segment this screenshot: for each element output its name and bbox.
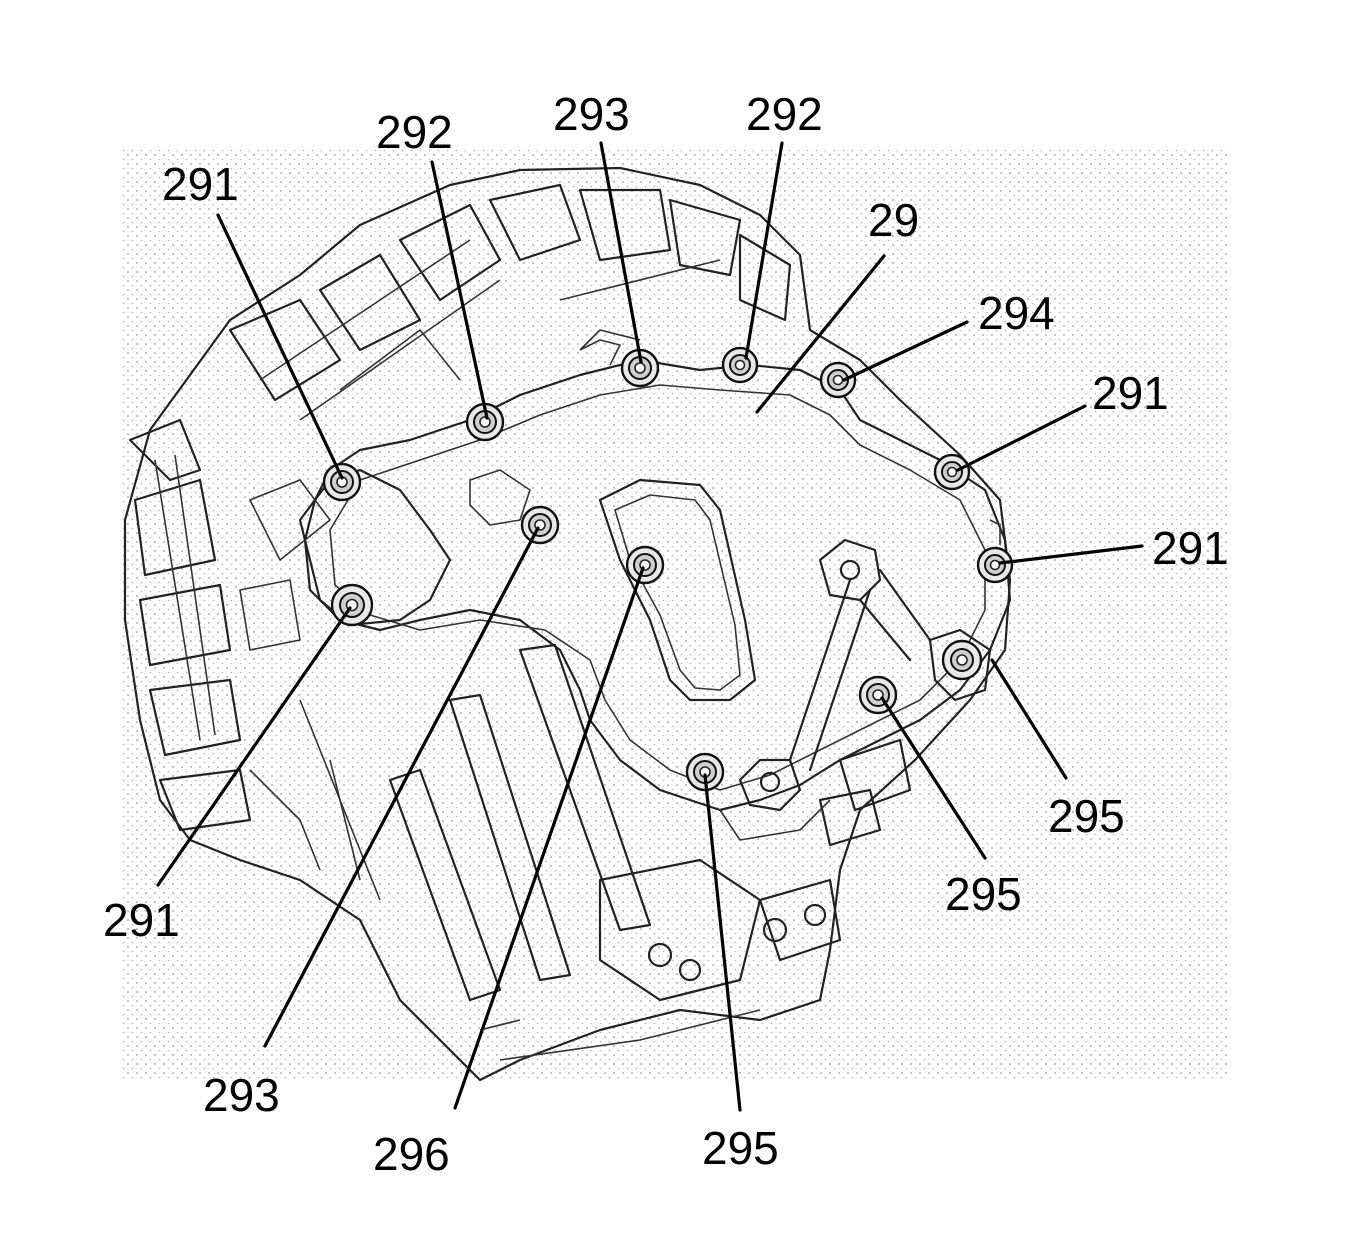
- leader-296: [453, 566, 645, 1110]
- leader-293-b: [263, 526, 540, 1048]
- label-293-bottom: 293: [203, 1069, 280, 1121]
- leader-292-r: [744, 141, 784, 360]
- leader-291-r1: [956, 404, 1087, 472]
- label-295-right: 295: [1048, 790, 1125, 842]
- transmission-housing: [123, 166, 1012, 1082]
- bolt-294: [819, 361, 857, 399]
- callout-labels: 291 292 293 292 29 294 291 291 295 295 2…: [103, 88, 1229, 1180]
- bolt-295-bottom: [685, 752, 725, 792]
- label-291-upper-left: 291: [162, 158, 239, 210]
- leader-29: [755, 254, 886, 414]
- label-292-right: 292: [746, 88, 823, 140]
- label-291-right-lower: 291: [1152, 522, 1229, 574]
- leader-291-bl: [156, 606, 352, 887]
- label-29: 29: [868, 194, 919, 246]
- stipple-background: [120, 150, 1230, 1080]
- leader-291-r2: [998, 544, 1144, 565]
- leader-295-b: [703, 773, 742, 1112]
- bolt-291-lower-left: [330, 583, 374, 627]
- label-296: 296: [373, 1128, 450, 1180]
- label-292-left: 292: [376, 106, 453, 158]
- label-291-lower-left: 291: [103, 894, 180, 946]
- leader-293-t: [599, 141, 643, 364]
- label-295-bottom: 295: [702, 1122, 779, 1174]
- side-cover-29: [298, 339, 1012, 841]
- leader-lines: [156, 141, 1144, 1112]
- bolt-292-right: [721, 346, 759, 384]
- label-294: 294: [978, 287, 1055, 339]
- label-295-middle: 295: [945, 868, 1022, 920]
- bolt-293-center: [520, 505, 560, 545]
- bolt-293-top: [620, 348, 660, 388]
- bolt-bosses: [322, 346, 1014, 792]
- leader-292-l: [430, 160, 489, 420]
- bolt-291-right-lower: [976, 546, 1014, 584]
- bolt-296: [625, 545, 665, 585]
- bolt-292-left: [465, 402, 505, 442]
- bolt-295-middle: [858, 675, 898, 715]
- bolt-295-right: [941, 639, 983, 681]
- leader-294: [842, 320, 969, 382]
- leader-295-r: [990, 658, 1068, 780]
- label-293-top: 293: [553, 88, 630, 140]
- leader-291-tl: [216, 213, 344, 480]
- leader-295-m: [880, 696, 987, 860]
- bolt-291-right-upper: [933, 453, 971, 491]
- bolt-291-upper-left: [322, 462, 362, 502]
- label-291-right-upper: 291: [1092, 367, 1169, 419]
